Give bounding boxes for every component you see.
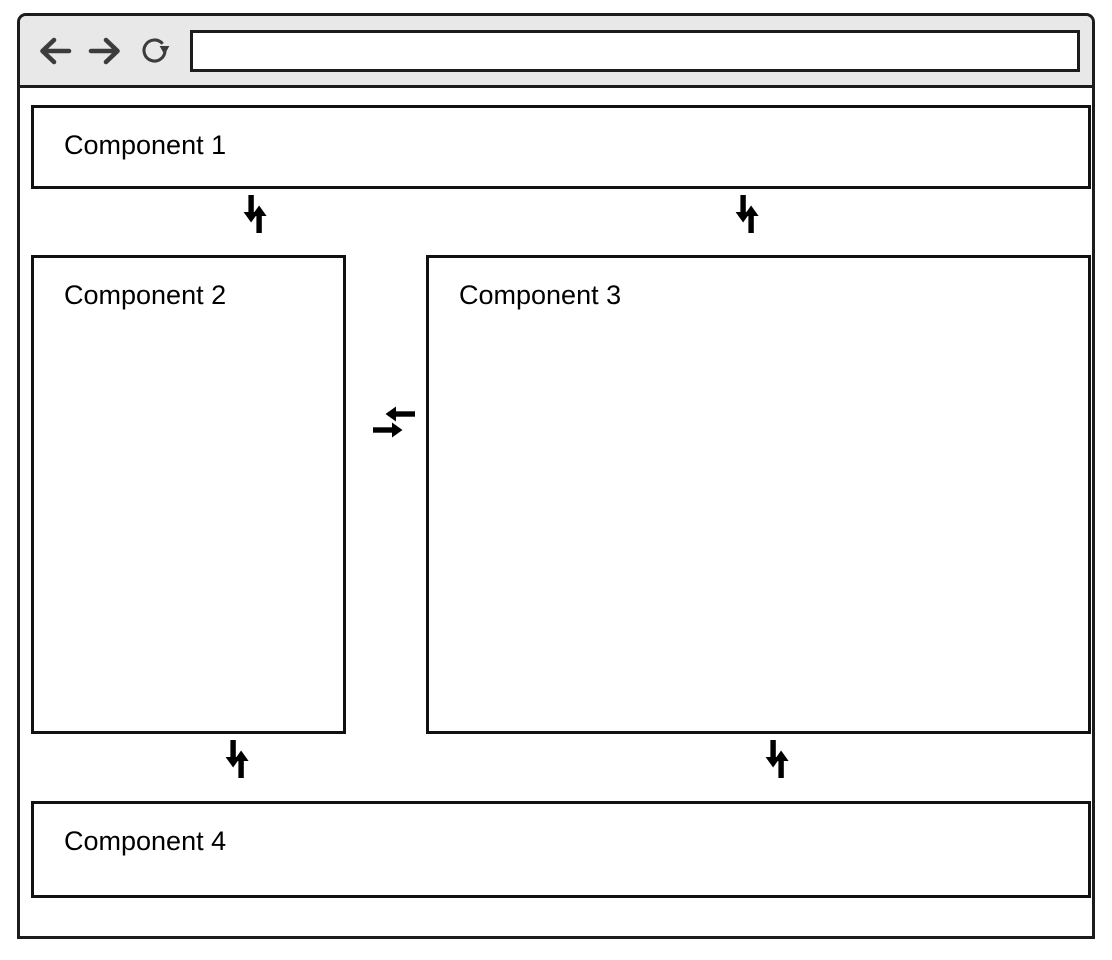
component-box-2[interactable]: Component 2 xyxy=(31,255,346,734)
arrow-right-glyph xyxy=(373,422,403,438)
arrow-down-glyph xyxy=(243,195,259,223)
connector-component2-component4[interactable] xyxy=(217,737,257,781)
component-1-label: Component 1 xyxy=(64,130,227,160)
arrow-left-glyph xyxy=(385,406,415,422)
connector-component3-component4[interactable] xyxy=(757,737,797,781)
arrow-down-glyph xyxy=(765,740,781,768)
component-box-4[interactable]: Component 4 xyxy=(31,801,1091,898)
diagram-content-area: Component 1 Component 2 Component 3 Comp… xyxy=(20,88,1092,936)
arrow-down-glyph xyxy=(735,195,751,223)
component-4-label: Component 4 xyxy=(64,826,227,856)
arrow-down-glyph xyxy=(225,740,241,768)
connector-component2-component3[interactable] xyxy=(368,400,420,448)
browser-toolbar xyxy=(20,16,1092,88)
component-box-1[interactable]: Component 1 xyxy=(31,105,1091,189)
reload-icon[interactable] xyxy=(138,34,172,68)
browser-window: Component 1 Component 2 Component 3 Comp… xyxy=(17,13,1095,939)
arrow-up-glyph xyxy=(233,750,249,778)
component-3-label: Component 3 xyxy=(459,280,622,310)
arrow-up-glyph xyxy=(743,205,759,233)
address-bar-input[interactable] xyxy=(190,29,1080,72)
connector-component1-component3[interactable] xyxy=(727,192,767,236)
arrow-left-icon[interactable] xyxy=(38,34,72,68)
arrow-right-icon[interactable] xyxy=(88,34,122,68)
component-box-3[interactable]: Component 3 xyxy=(426,255,1091,734)
connector-component1-component2[interactable] xyxy=(235,192,275,236)
arrow-up-glyph xyxy=(773,750,789,778)
arrow-up-glyph xyxy=(251,205,267,233)
component-2-label: Component 2 xyxy=(64,280,227,310)
